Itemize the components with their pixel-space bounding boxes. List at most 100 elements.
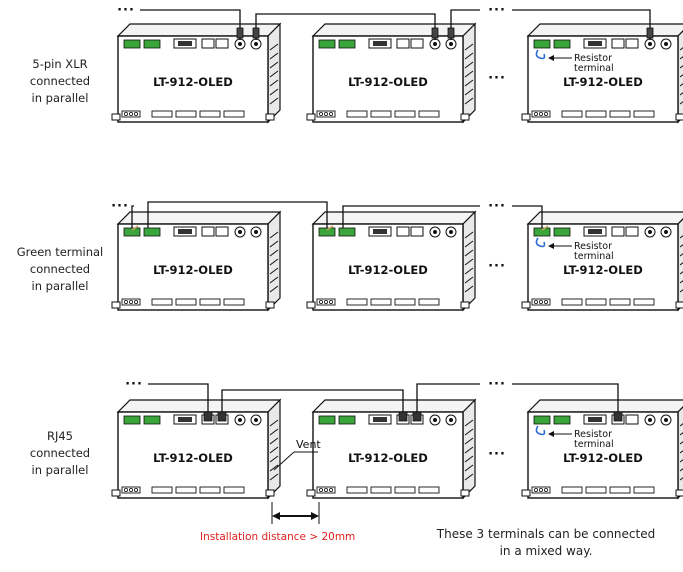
output-terminal — [585, 486, 607, 494]
rj45-socket-in — [201, 226, 215, 237]
oled-screen — [588, 229, 602, 234]
ellipsis-input: ··· — [125, 377, 143, 392]
xlr-port-out-core — [449, 230, 453, 234]
device-label: LT-912-OLED — [153, 75, 233, 89]
output-terminal — [346, 110, 368, 118]
terminal-screw — [128, 487, 133, 492]
mount-ear-left — [111, 113, 121, 121]
xlr-plug — [236, 27, 244, 39]
xlr-port-out-core — [664, 418, 668, 422]
green-cable-last — [512, 205, 543, 228]
device-top-face — [116, 399, 282, 413]
rj45-plug — [217, 411, 227, 422]
vent-slot — [464, 88, 474, 96]
ellipsis-chain: ··· — [488, 199, 506, 214]
mount-ear-right — [460, 301, 470, 309]
resistor-label-line: terminal — [574, 251, 614, 262]
vent-slot — [269, 70, 279, 78]
vent-slot — [464, 61, 474, 69]
vent-slot — [679, 468, 683, 472]
terminal-screw — [539, 487, 544, 492]
terminal-screw — [323, 487, 328, 492]
green-terminal-out — [143, 227, 161, 237]
power-terminal — [316, 486, 336, 494]
device-2-1: LT-912-OLED — [306, 398, 477, 500]
rj45-cable-out — [416, 383, 480, 416]
resistor-arrowhead — [548, 243, 554, 249]
ellipsis-chain: ··· — [488, 377, 506, 392]
green-cable-out — [342, 205, 480, 228]
terminal-screw — [539, 112, 544, 117]
xlr-port-out-core — [254, 42, 258, 46]
terminal-screw — [534, 487, 539, 492]
device-top-face — [311, 399, 477, 413]
rj45-socket-in — [201, 38, 215, 49]
output-terminal — [151, 486, 173, 494]
device-label: LT-912-OLED — [153, 451, 233, 465]
green-terminal-in — [533, 415, 551, 425]
vent-slot — [464, 79, 474, 87]
rj45-plug — [613, 411, 623, 422]
distance-arrowhead-right — [311, 512, 319, 520]
output-terminal — [633, 298, 655, 306]
vent-slot — [269, 285, 279, 293]
vent-slot — [679, 262, 683, 266]
green-wire-tan — [541, 225, 549, 231]
device-label: LT-912-OLED — [348, 263, 428, 277]
vent-slot — [679, 83, 683, 87]
vent-slot — [679, 441, 683, 445]
output-terminal — [223, 298, 245, 306]
vent-slot — [679, 459, 683, 463]
output-terminal — [418, 110, 440, 118]
green-cable-in — [131, 205, 134, 228]
device-label: LT-912-OLED — [153, 263, 233, 277]
output-terminal — [223, 110, 245, 118]
row-label-line: in parallel — [31, 91, 89, 105]
green-terminal-in — [318, 415, 336, 425]
vent-slot — [679, 65, 683, 69]
output-terminal — [370, 486, 392, 494]
output-terminal — [346, 486, 368, 494]
vent-slot — [464, 428, 474, 436]
ellipsis-between-devices: ··· — [488, 71, 506, 86]
mount-ear-right — [265, 301, 275, 309]
power-terminal — [121, 298, 141, 306]
mount-ear-right — [265, 489, 275, 497]
xlr-plug — [431, 27, 439, 39]
power-terminal — [531, 110, 551, 118]
green-terminal-out — [553, 39, 571, 49]
xlr-port-out-core — [664, 42, 668, 46]
terminal-screw — [318, 299, 323, 304]
device-side-face — [267, 210, 281, 312]
vent-slot — [269, 473, 279, 481]
vent-slot — [269, 97, 279, 105]
device-label: LT-912-OLED — [563, 263, 643, 277]
power-terminal — [316, 298, 336, 306]
rj45-socket-out — [410, 38, 424, 49]
resistor-wire — [535, 425, 546, 436]
output-terminal — [561, 486, 583, 494]
terminal-screw — [124, 299, 129, 304]
output-terminal — [633, 486, 655, 494]
vent-slot — [679, 101, 683, 105]
device-front-face — [117, 35, 269, 123]
vent-slot — [269, 428, 279, 436]
vent-slot — [464, 473, 474, 481]
vent-slot — [269, 249, 279, 257]
output-terminal — [370, 110, 392, 118]
oled-screen — [178, 417, 192, 422]
vent-slot — [679, 56, 683, 60]
rj45-cable-last — [512, 383, 619, 416]
device-side-face — [677, 406, 683, 500]
vent-slot — [269, 267, 279, 275]
xlr-port-in-core — [238, 230, 242, 234]
vent-slot — [679, 280, 683, 284]
mount-ear-right — [265, 113, 275, 121]
xlr-plug — [646, 27, 654, 39]
output-terminal — [609, 110, 631, 118]
device-label: LT-912-OLED — [348, 451, 428, 465]
ellipsis-between-devices: ··· — [488, 259, 506, 274]
xlr-port-out-core — [449, 418, 453, 422]
